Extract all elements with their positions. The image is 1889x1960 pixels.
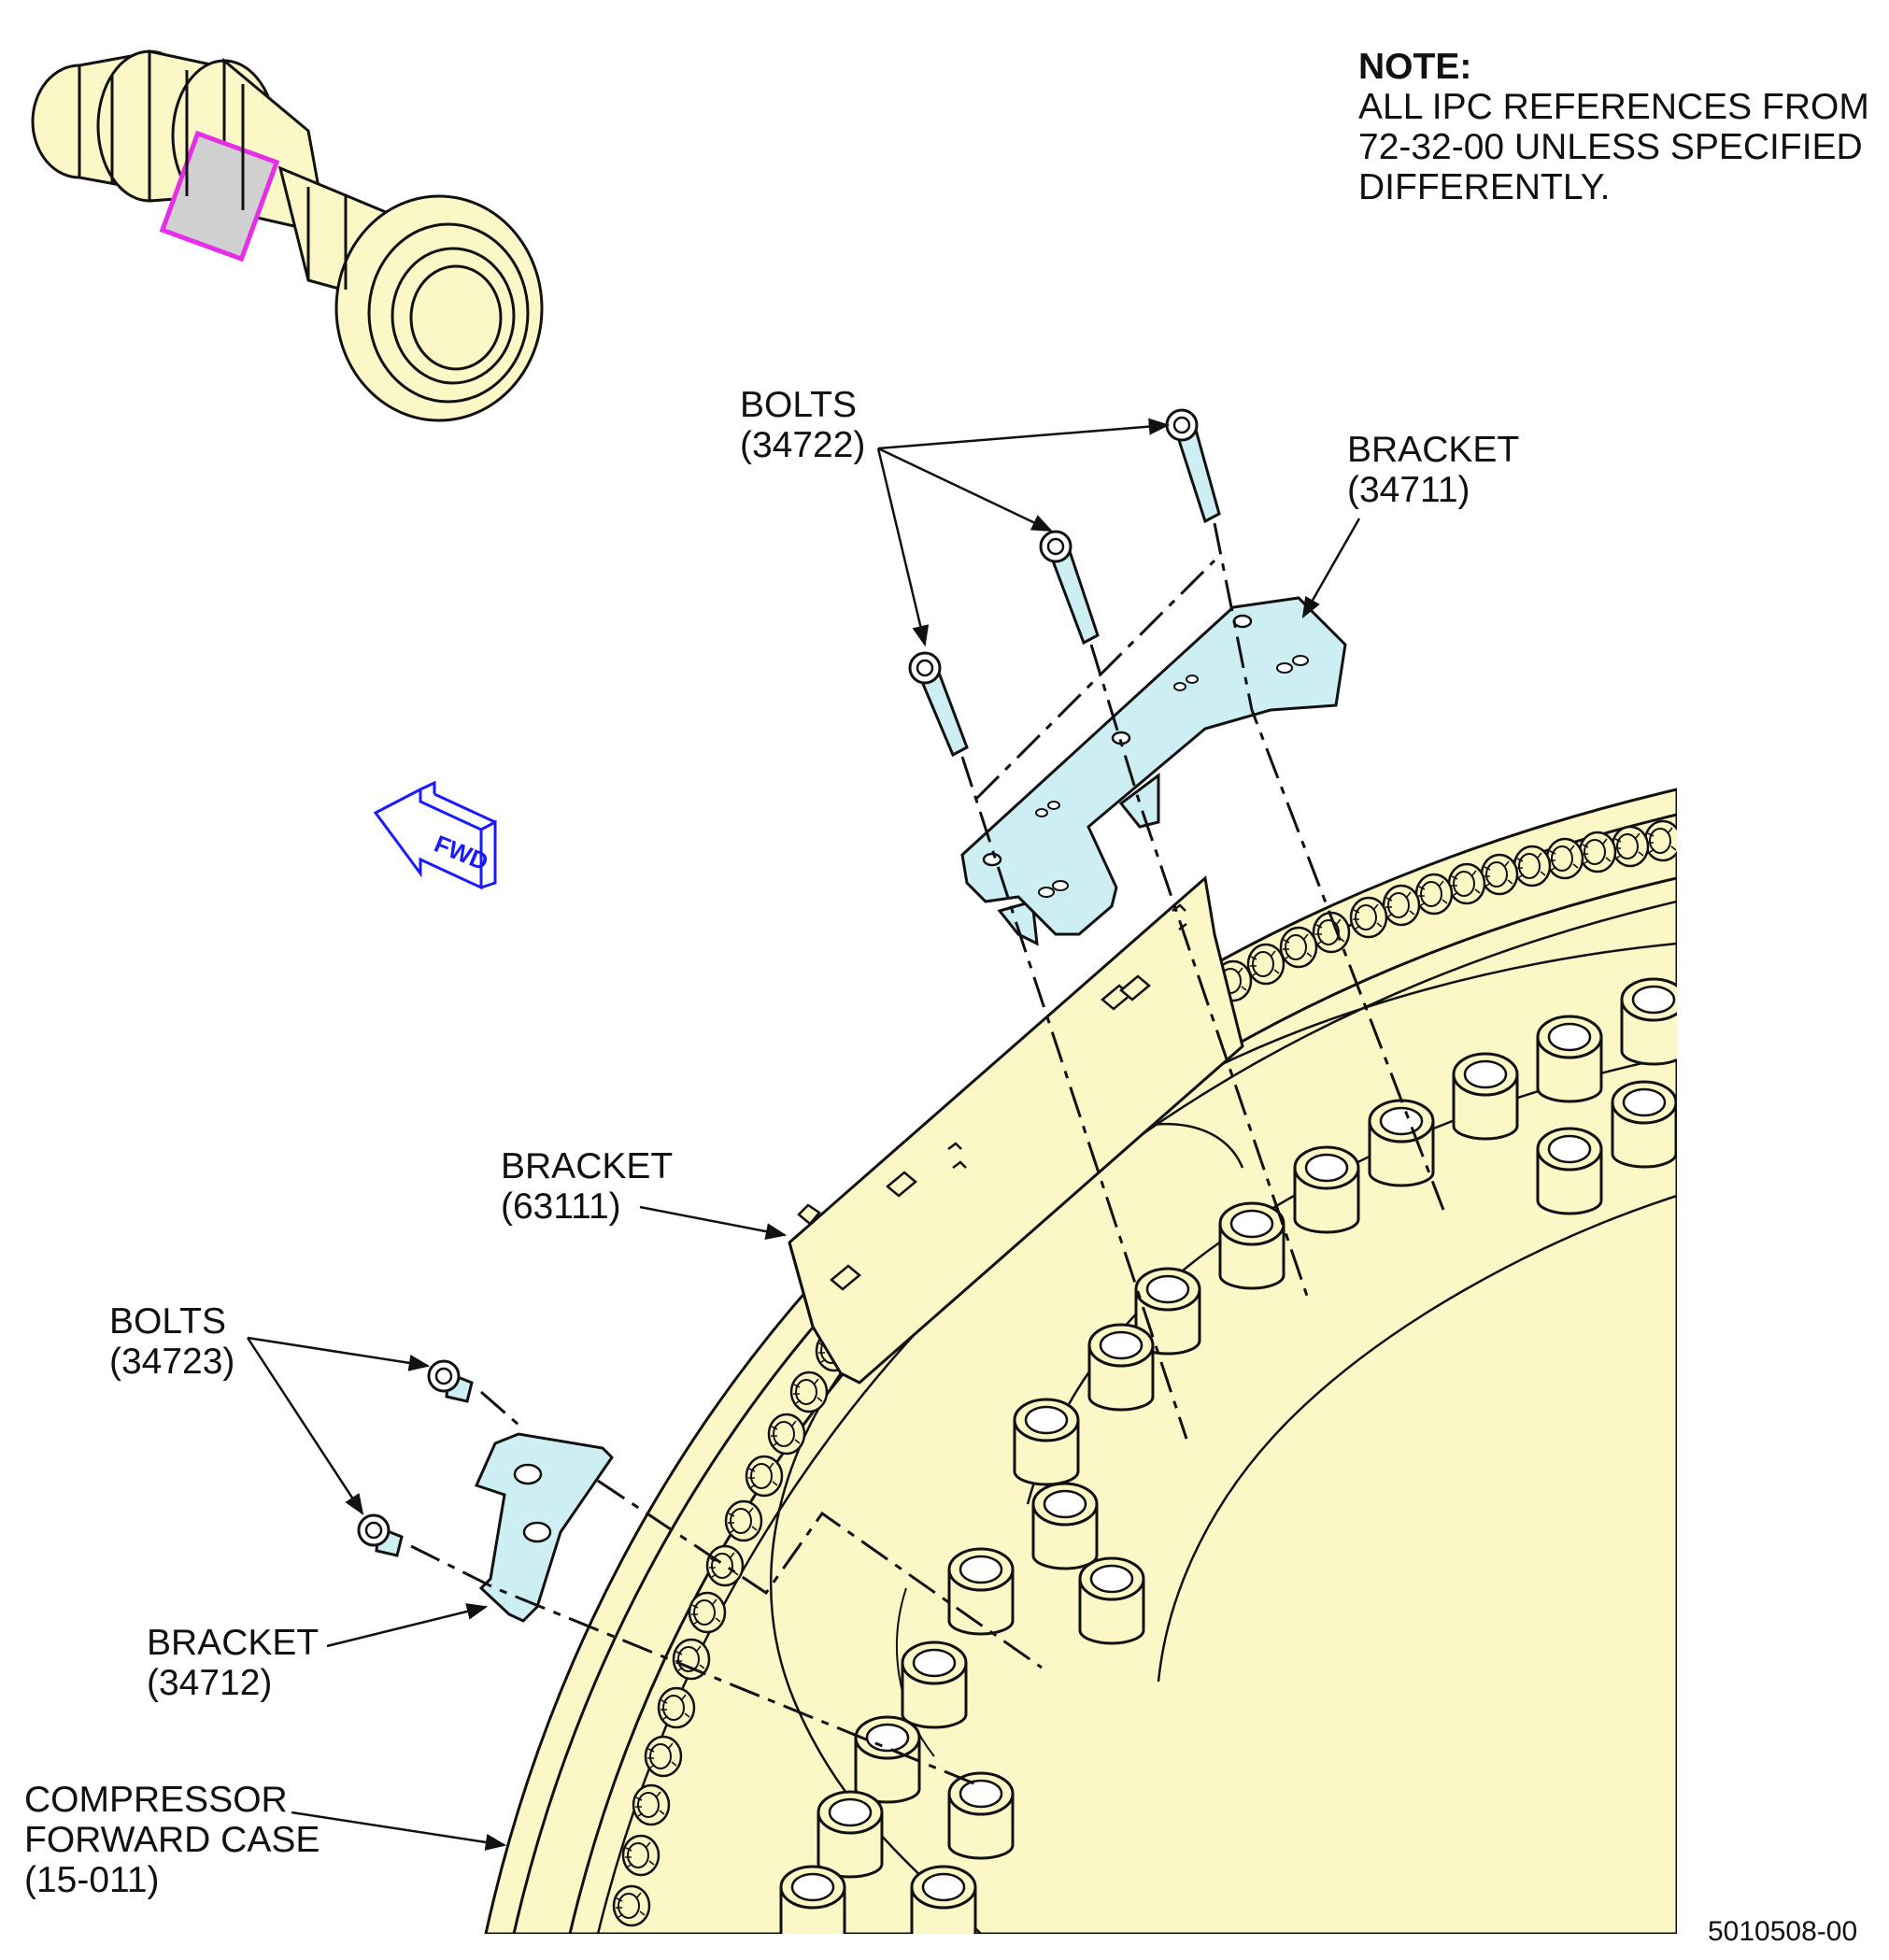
- bolts-34722-parts: [908, 408, 1221, 758]
- label-compressor-ref: (15-011): [24, 1860, 160, 1900]
- label-bracket-63111-ref: (63111): [501, 1186, 621, 1227]
- engine-locator-thumbnail: [31, 50, 544, 422]
- label-bolts-34723-name: BOLTS: [109, 1301, 226, 1342]
- label-bracket-34711-name: BRACKET: [1347, 430, 1520, 470]
- note-line-3: DIFFERENTLY.: [1358, 167, 1611, 207]
- bracket-34712-part: [474, 1432, 614, 1623]
- note-line-2: 72-32-00 UNLESS SPECIFIED: [1358, 127, 1863, 167]
- leader-lines: [246, 418, 1361, 1851]
- compressor-forward-case: [484, 788, 1677, 1934]
- label-bolts-34722-ref: (34722): [740, 425, 866, 465]
- label-bolts-34723: BOLTS (34723): [109, 1301, 234, 1382]
- figure-id: 5010508-00: [1708, 1916, 1858, 1947]
- label-bolts-34722-name: BOLTS: [740, 385, 857, 425]
- fwd-direction-arrow: [373, 780, 497, 890]
- label-bracket-34712-name: BRACKET: [147, 1623, 320, 1663]
- label-bracket-63111-name: BRACKET: [501, 1146, 674, 1186]
- label-bracket-34711: BRACKET (34711): [1347, 430, 1519, 510]
- note-heading: NOTE:: [1358, 47, 1472, 87]
- bracket-63111-part: [788, 875, 1244, 1385]
- bracket-34711-part: [960, 596, 1347, 946]
- label-compressor-line2: FORWARD CASE: [24, 1820, 320, 1860]
- label-bracket-63111: BRACKET (63111): [501, 1146, 673, 1227]
- bolts-34723-parts: [357, 1359, 474, 1557]
- label-bracket-34712-ref: (34712): [147, 1663, 273, 1703]
- label-bracket-34712: BRACKET (34712): [147, 1623, 319, 1703]
- note-line-1: ALL IPC REFERENCES FROM: [1358, 87, 1869, 127]
- label-bolts-34723-ref: (34723): [109, 1342, 235, 1382]
- label-bolts-34722: BOLTS (34722): [740, 385, 865, 465]
- label-compressor-forward-case: COMPRESSOR FORWARD CASE (15-011): [24, 1780, 320, 1900]
- general-note: NOTE: ALL IPC REFERENCES FROM 72-32-00 U…: [1358, 47, 1869, 207]
- label-bracket-34711-ref: (34711): [1347, 470, 1470, 510]
- label-compressor-line1: COMPRESSOR: [24, 1780, 288, 1820]
- installation-alignment-lines: [410, 522, 1445, 1786]
